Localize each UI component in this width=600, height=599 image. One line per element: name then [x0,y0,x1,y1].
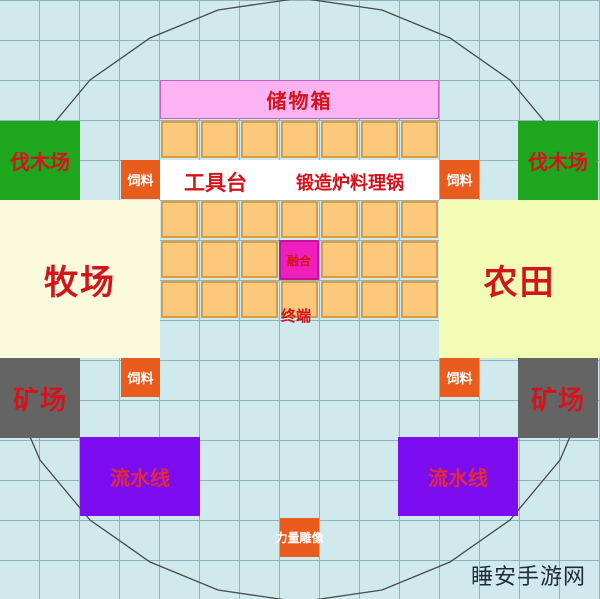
merge-label: 融合 [286,253,311,268]
mine-right-label: 矿场 [530,385,585,416]
workbench-label[interactable]: 工具台 [184,170,247,195]
crate[interactable] [321,201,358,238]
feed-trough-bottom-right[interactable]: 饲料 [440,358,479,397]
crate[interactable] [401,201,438,238]
lumber-right-label: 伐木场 [528,150,588,174]
feed-trough-top-right[interactable]: 饲料 [440,160,479,199]
crate[interactable] [321,121,358,158]
crate[interactable] [361,201,398,238]
strength-statue[interactable]: 力量雕像 [276,518,324,557]
crate[interactable] [281,281,318,318]
feed-trough-bottom-left[interactable]: 饲料 [121,358,160,397]
workbench-bar: 工具台 锻造炉料理锅 [160,160,439,200]
mine-left[interactable]: 矿场 [0,358,80,438]
crate[interactable] [201,121,238,158]
statue-label: 力量雕像 [275,531,324,545]
crate[interactable] [321,241,358,278]
feed-label: 饲料 [446,174,473,189]
assembly-line-right[interactable]: 流水线 [398,437,518,516]
feed-trough-top-left[interactable]: 饲料 [121,160,160,199]
farm-label: 农田 [483,262,556,303]
crate[interactable] [241,201,278,238]
crate[interactable] [361,241,398,278]
crate[interactable] [241,241,278,278]
crate[interactable] [201,201,238,238]
storage-label: 储物箱 [266,89,333,113]
crate[interactable] [161,121,198,158]
crate[interactable] [281,121,318,158]
crate[interactable] [241,281,278,318]
crate[interactable] [161,201,198,238]
mine-right[interactable]: 矿场 [518,358,598,438]
crate[interactable] [201,281,238,318]
crate[interactable] [361,121,398,158]
storage-chest-zone[interactable]: 储物箱 [160,80,439,119]
crate[interactable] [401,241,438,278]
line-left-label: 流水线 [110,466,170,490]
pasture-label: 牧场 [44,262,116,303]
lumber-left-label: 伐木场 [10,150,70,174]
mine-left-label: 矿场 [12,385,67,416]
feed-label: 饲料 [127,174,154,189]
feed-label: 饲料 [446,372,473,387]
merge-tile[interactable]: 融合 [279,240,319,280]
crate[interactable] [241,121,278,158]
crate[interactable] [321,281,358,318]
crate[interactable] [161,281,198,318]
crate[interactable] [281,201,318,238]
lumber-yard-left[interactable]: 伐木场 [0,121,80,200]
feed-label: 饲料 [127,372,154,387]
crate[interactable] [201,241,238,278]
crate[interactable] [401,281,438,318]
terminal-label: 终端 [281,307,312,325]
line-right-label: 流水线 [428,466,488,490]
farm-zone[interactable]: 农田 [439,200,600,358]
watermark-text: 睡安手游网 [470,565,586,590]
crate[interactable] [401,121,438,158]
crate[interactable] [361,281,398,318]
lumber-yard-right[interactable]: 伐木场 [518,121,598,200]
assembly-line-left[interactable]: 流水线 [80,437,200,516]
pasture-zone[interactable]: 牧场 [0,200,160,358]
forge-label[interactable]: 锻造炉料理锅 [296,173,404,194]
crate[interactable] [161,241,198,278]
